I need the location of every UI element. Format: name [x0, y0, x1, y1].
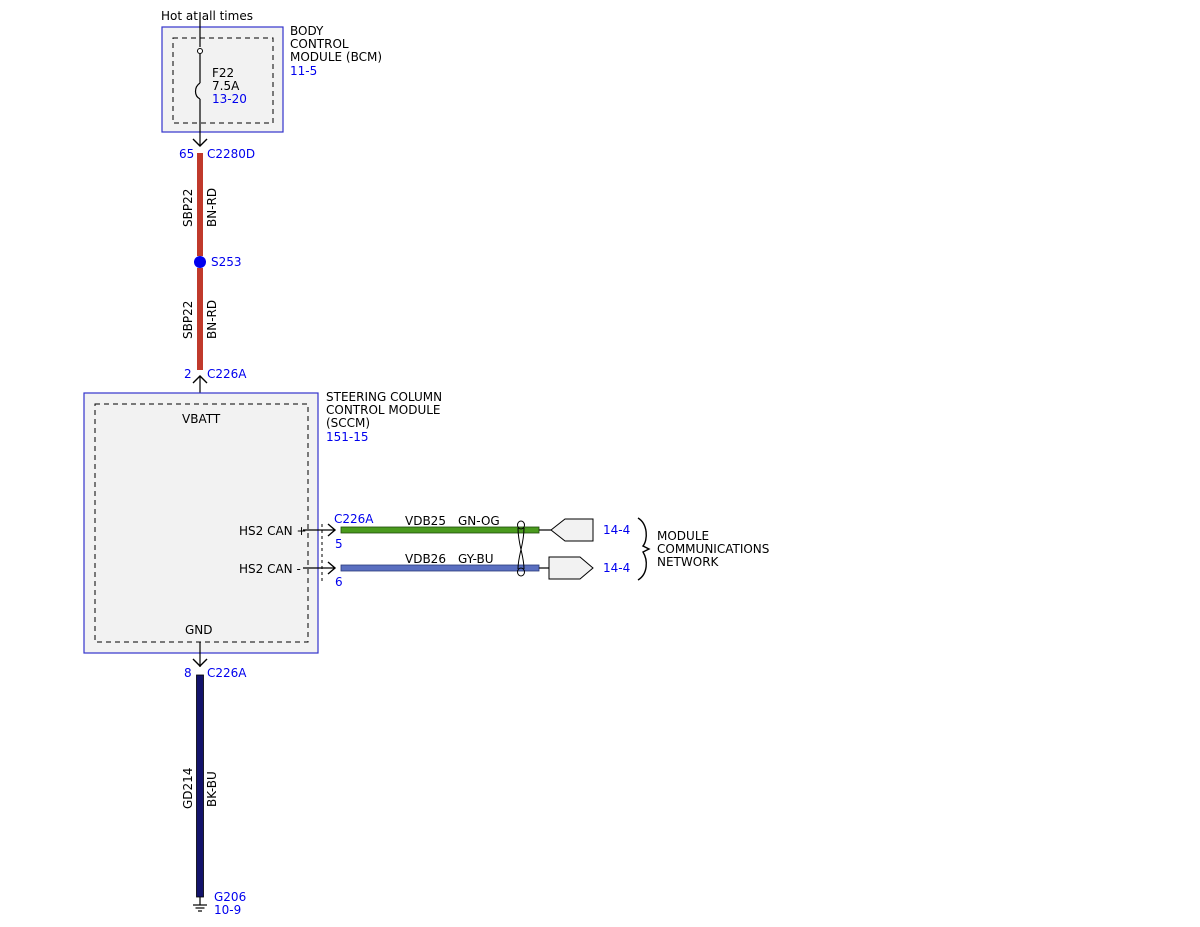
wire-upper-color: BN-RD	[205, 188, 219, 227]
network-name-line-3: NETWORK	[657, 555, 720, 569]
bcm-name-line-1: BODY	[290, 24, 324, 38]
fuse-f22: F22 7.5A 13-20	[194, 12, 247, 146]
wire-vdb25-circuit: VDB25	[405, 514, 446, 528]
sccm-can-minus-label: HS2 CAN -	[239, 562, 301, 576]
can-plus-pin-number: 5	[335, 537, 343, 551]
wire-vdb25-color: GN-OG	[458, 514, 500, 528]
bcm-name-line-2: CONTROL	[290, 37, 349, 51]
can-bus: C226A 5 6 VDB25 GN-OG VDB26 GY-BU 14-4 1…	[303, 512, 769, 589]
network-incoming-arrow-icon	[550, 518, 594, 542]
wire-ground-circuit: GD214	[181, 768, 195, 809]
sccm-page-ref[interactable]: 151-15	[326, 430, 369, 444]
splice-icon	[194, 256, 206, 268]
fuse-id: F22	[212, 66, 234, 80]
sccm-name-line-2: CONTROL MODULE	[326, 403, 441, 417]
bcm-internal-boundary	[172, 37, 274, 124]
connector-c226a-gnd-icon	[192, 658, 208, 667]
bcm-pin-number: 65	[179, 147, 194, 161]
connector-c2280d-icon	[192, 138, 208, 147]
wire-ground-color: BK-BU	[205, 771, 219, 807]
network-outgoing-arrow-icon	[548, 556, 594, 580]
sccm-name-line-1: STEERING COLUMN	[326, 390, 442, 404]
fuse-terminal	[197, 48, 203, 54]
network-brace-icon	[637, 517, 651, 581]
network-name-line-1: MODULE	[657, 529, 709, 543]
connector-c226a-vbatt-label[interactable]: C226A	[207, 367, 247, 381]
bcm-page-ref[interactable]: 11-5	[290, 64, 317, 78]
wire-vdb26-color: GY-BU	[458, 552, 494, 566]
bcm-name-line-3: MODULE (BCM)	[290, 50, 382, 64]
fuse-symbol-icon	[194, 82, 201, 100]
connector-can-minus-icon	[327, 561, 337, 575]
wire-sbp22-lower	[197, 268, 203, 370]
gnd-pin-number: 8	[184, 666, 192, 680]
can-plus-page-ref[interactable]: 14-4	[603, 523, 630, 537]
ground-icon	[193, 897, 207, 912]
twisted-pair-icon	[517, 520, 525, 577]
sccm-module-box	[83, 392, 319, 654]
wire-upper-circuit: SBP22	[181, 189, 195, 227]
ground-label[interactable]: G206	[214, 890, 246, 904]
sccm-module: VBATT HS2 CAN + HS2 CAN - GND STEERING C…	[83, 390, 442, 654]
connector-c226a-can-label[interactable]: C226A	[334, 512, 374, 526]
sccm-vbatt-label: VBATT	[182, 412, 221, 426]
ground-page-ref[interactable]: 10-9	[214, 903, 241, 917]
splice-label[interactable]: S253	[211, 255, 242, 269]
wire-lower-circuit: SBP22	[181, 301, 195, 339]
network-name-line-2: COMMUNICATIONS	[657, 542, 769, 556]
sccm-gnd-label: GND	[185, 623, 213, 637]
can-minus-page-ref[interactable]: 14-4	[603, 561, 630, 575]
bcm-module: BODY CONTROL MODULE (BCM) 11-5	[161, 24, 382, 133]
sccm-name-line-3: (SCCM)	[326, 416, 370, 430]
wire-vdb26-circuit: VDB26	[405, 552, 446, 566]
sccm-internal-boundary	[94, 403, 309, 643]
power-source-label: Hot at all times	[161, 9, 253, 23]
sccm-can-plus-label: HS2 CAN +	[239, 524, 307, 538]
connector-c226a-gnd-label[interactable]: C226A	[207, 666, 247, 680]
vbatt-pin-number: 2	[184, 367, 192, 381]
connector-c2280d-label[interactable]: C2280D	[207, 147, 255, 161]
wire-lower-color: BN-RD	[205, 300, 219, 339]
bcm-module-box	[161, 26, 284, 133]
connector-can-plus-icon	[327, 523, 337, 537]
wire-sbp22-upper	[197, 153, 203, 256]
wire-gd214	[196, 674, 204, 898]
fuse-rating: 7.5A	[212, 79, 240, 93]
can-minus-pin-number: 6	[335, 575, 343, 589]
fuse-page-ref[interactable]: 13-20	[212, 92, 247, 106]
